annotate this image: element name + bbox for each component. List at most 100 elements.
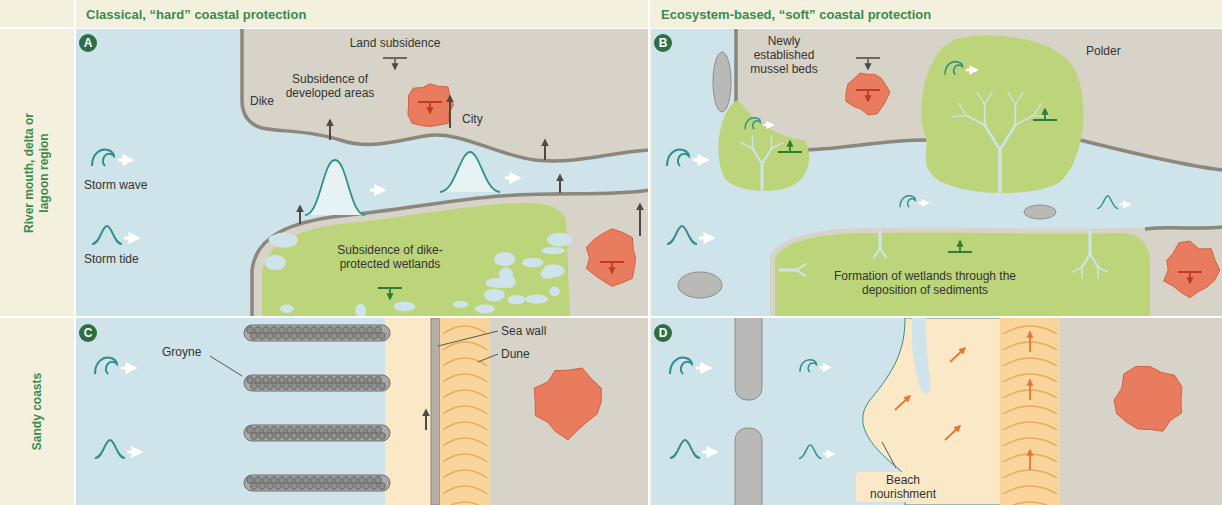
groyne-stone bbox=[303, 377, 310, 384]
land bbox=[770, 227, 1222, 316]
mussel-bed bbox=[713, 52, 731, 112]
wave-line bbox=[670, 358, 692, 374]
annotation-label: Formation of wetlands through the deposi… bbox=[820, 268, 1030, 298]
groyne-stone bbox=[335, 477, 342, 484]
groyne-stone bbox=[335, 327, 342, 334]
panel-a bbox=[75, 28, 649, 316]
panel-letter: A bbox=[84, 37, 93, 49]
groyne-stone bbox=[263, 477, 270, 484]
polder bbox=[718, 100, 809, 191]
groyne bbox=[244, 425, 390, 441]
inlet bbox=[912, 318, 930, 394]
city-shape bbox=[846, 73, 890, 115]
groyne-stone bbox=[327, 427, 334, 434]
breakwater bbox=[735, 318, 762, 400]
polder bbox=[921, 35, 1083, 193]
arrow bbox=[823, 453, 834, 455]
land bbox=[252, 190, 649, 316]
arrow bbox=[1120, 203, 1130, 205]
tide-line bbox=[667, 226, 697, 244]
groyne-stone bbox=[359, 327, 366, 334]
wetland-pool bbox=[269, 235, 280, 243]
arrow bbox=[394, 58, 396, 69]
groyne-stone bbox=[335, 427, 342, 434]
creek bbox=[959, 103, 967, 115]
arrow bbox=[918, 202, 928, 204]
tide-line bbox=[92, 226, 122, 244]
creek bbox=[1072, 267, 1082, 272]
wave-line bbox=[945, 62, 963, 75]
creek bbox=[985, 125, 1000, 150]
header-text: Ecosystem-based, “soft” coastal protecti… bbox=[661, 7, 931, 22]
groyne-stone bbox=[255, 477, 262, 484]
groyne-stone bbox=[319, 427, 326, 434]
groyne-stone bbox=[251, 383, 258, 390]
groyne-stone bbox=[291, 433, 298, 440]
groyne bbox=[244, 325, 390, 341]
arrow bbox=[299, 206, 301, 224]
groyne-stone bbox=[331, 383, 338, 390]
city-shape bbox=[586, 229, 635, 286]
wetland-pool bbox=[280, 305, 293, 313]
row-label-band: Sandy coasts bbox=[0, 318, 74, 505]
groyne-stone bbox=[259, 483, 266, 490]
wave-line bbox=[745, 118, 760, 129]
groyne-stone bbox=[343, 377, 350, 384]
groyne-stone bbox=[251, 483, 258, 490]
creek bbox=[752, 136, 753, 149]
groyne-stone bbox=[327, 477, 334, 484]
leader-line bbox=[438, 331, 498, 346]
groyne-stone bbox=[315, 483, 322, 490]
annotation-label: Beach nourishment bbox=[856, 472, 950, 502]
panel-letter: C bbox=[84, 327, 93, 339]
groyne-stone bbox=[363, 383, 370, 390]
creek bbox=[880, 248, 886, 258]
groyne-stone bbox=[275, 433, 282, 440]
dike-line bbox=[242, 28, 649, 161]
arrow bbox=[544, 140, 546, 160]
groyne-stone bbox=[363, 483, 370, 490]
groyne-stone bbox=[299, 333, 306, 340]
groyne-stone bbox=[315, 333, 322, 340]
creek bbox=[1000, 125, 1015, 150]
groyne-stone bbox=[307, 383, 314, 390]
annotation-label: Dike bbox=[250, 94, 290, 108]
creek bbox=[772, 143, 783, 149]
storm-tide-symbol bbox=[92, 226, 138, 244]
creek bbox=[1081, 267, 1082, 278]
sea bbox=[75, 28, 649, 316]
creek bbox=[1090, 254, 1098, 267]
arrow bbox=[449, 96, 451, 128]
storm-tide-symbol bbox=[1097, 196, 1129, 209]
groyne-stone bbox=[375, 377, 382, 384]
creek bbox=[1015, 92, 1023, 104]
storm-wave-symbol bbox=[745, 118, 773, 129]
groyne-stone bbox=[271, 477, 278, 484]
groyne-stone bbox=[319, 477, 326, 484]
arrow bbox=[118, 159, 132, 162]
groyne-stone bbox=[339, 333, 346, 340]
groyne-stone bbox=[359, 377, 366, 384]
groyne-stone bbox=[299, 483, 306, 490]
groyne-stone bbox=[267, 483, 274, 490]
groyne-stone bbox=[355, 483, 362, 490]
groyne-stone bbox=[371, 333, 378, 340]
arrow bbox=[329, 120, 331, 140]
wetland-pool bbox=[508, 295, 526, 305]
groyne-stone bbox=[371, 433, 378, 440]
wetland-pool bbox=[542, 247, 565, 254]
creek bbox=[752, 148, 762, 164]
groyne-stone bbox=[247, 477, 254, 484]
groyne-stone bbox=[295, 477, 302, 484]
arrow bbox=[693, 159, 707, 162]
leader-line bbox=[478, 354, 498, 362]
arrow bbox=[370, 189, 384, 192]
creek bbox=[1097, 267, 1098, 278]
arrow bbox=[1044, 109, 1046, 120]
groyne-stone bbox=[311, 427, 318, 434]
groyne-stone bbox=[343, 327, 350, 334]
groyne-stone bbox=[287, 377, 294, 384]
groyne-stone bbox=[291, 483, 298, 490]
arrow bbox=[1029, 450, 1031, 470]
